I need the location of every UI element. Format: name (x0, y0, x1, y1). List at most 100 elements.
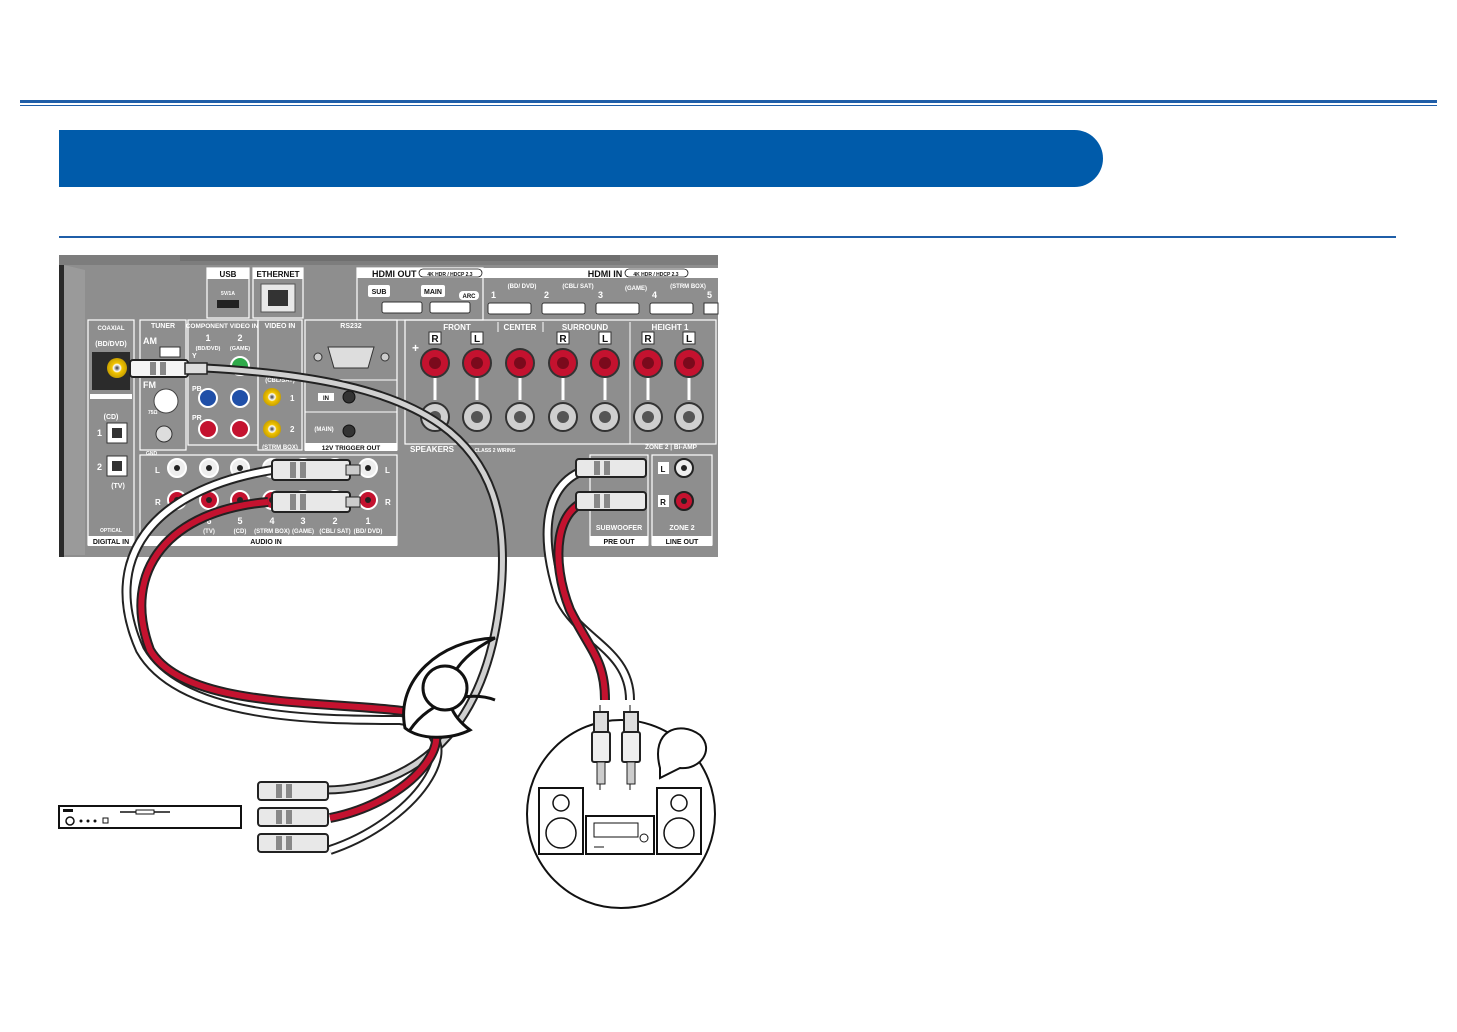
hdmi-out-main-port[interactable] (429, 301, 471, 314)
line-out-section: L R ZONE 2 LINE OUT (651, 454, 713, 546)
speaker-channel-badge (598, 331, 612, 345)
speaker-channel-badge (641, 331, 655, 345)
coaxial-label: COAXIAL (98, 326, 125, 332)
hdmi-in-port-5[interactable]: 5 (703, 290, 719, 315)
hdmi-in-3-label: (GAME) (625, 286, 647, 292)
speaker-channel-label: R (644, 334, 652, 345)
audio-in-plugs (271, 459, 361, 513)
hdmi-in-port-3[interactable]: 3 (GAME) (595, 286, 647, 315)
coaxial-cable (204, 363, 507, 795)
hdmi-in-port-2[interactable]: 2 (CBL/ SAT) (541, 284, 594, 315)
component-1-pb-jack[interactable] (198, 388, 218, 408)
audio-in-port-number: 5 (237, 516, 242, 526)
video-in-2-label: (STRM BOX) (262, 445, 298, 451)
center-label: CENTER (504, 323, 537, 332)
fm-ohm-label: 75Ω (148, 410, 158, 416)
pre-out-cable (542, 463, 635, 701)
gnd-label: GND (146, 451, 158, 457)
video-in-1-label: (CBL/SAT) (265, 378, 295, 384)
subwoofer-label: SUBWOOFER (596, 525, 642, 532)
ethernet-label: ETHERNET (256, 270, 299, 279)
audio-in-port-number: 6 (206, 516, 211, 526)
trigger-in-jack[interactable] (342, 390, 356, 404)
hdmi-in-2-label: (CBL/ SAT) (562, 284, 593, 290)
trigger-out-label: 12V TRIGGER OUT (322, 445, 381, 452)
pre-out-label: PRE OUT (603, 539, 635, 546)
usb-label: USB (220, 270, 237, 279)
hdmi-in-3-number: 3 (598, 290, 603, 300)
zone2-r-label: R (660, 498, 666, 507)
section-title-banner (59, 130, 1103, 187)
hdmi-out-sub-port[interactable] (381, 301, 423, 314)
hdmi-in-5-number: 5 (707, 290, 712, 300)
coaxial-jack[interactable] (107, 358, 127, 378)
video-in-label: VIDEO IN (265, 323, 296, 330)
hdmi-in-label: HDMI IN (588, 269, 623, 279)
front-label: FRONT (443, 323, 471, 332)
component-1-number: 1 (205, 333, 210, 343)
video-in-1-jack[interactable] (263, 388, 281, 406)
hdmi-in-1-label: (BD/ DVD) (508, 284, 537, 290)
component-2-label: (GAME) (230, 346, 250, 352)
bd-dvd-player (58, 805, 242, 829)
surround-label: SURROUND (562, 323, 608, 332)
trigger-out-jack[interactable] (342, 424, 356, 438)
fm-jack[interactable] (153, 388, 179, 414)
zone2-l-label: L (661, 465, 666, 474)
hdmi-out-spec: 4K HDR / HDCP 2.3 (427, 272, 472, 278)
audio-in-port-label: (GAME) (292, 529, 314, 535)
positive-sign: + (412, 341, 419, 355)
audio-in-port-label: (CBL/ SAT) (319, 529, 350, 535)
rs232-port[interactable] (327, 346, 375, 369)
speaker-channel-badge (470, 331, 484, 345)
component-pr-label: PR (192, 415, 202, 422)
header-rule-thin (20, 105, 1437, 106)
audio-in-port-label: (CD) (234, 529, 247, 535)
audio-in-port-label: (STRM BOX) (254, 529, 290, 535)
zone2-biamp-label: ZONE 2 | Bi-AMP (645, 444, 698, 451)
audio-in-1-l-mark: L (385, 466, 390, 475)
audio-in-r-label: R (155, 498, 161, 507)
height1-label: HEIGHT 1 (652, 323, 689, 332)
component-2-pr-jack[interactable] (230, 419, 250, 439)
component-1-pr-jack[interactable] (198, 419, 218, 439)
digital-in-section: COAXIAL (BD/DVD) (CD) 1 2 (TV) OPTICAL D… (87, 319, 135, 546)
speaker-channel-label: L (686, 334, 692, 345)
speaker-channel-label: L (474, 334, 480, 345)
fm-label: FM (143, 380, 156, 390)
hdmi-in-4-number: 4 (652, 290, 657, 300)
tuner-section: TUNER AM FM 75Ω GND (139, 319, 187, 457)
hdmi-in-port-1[interactable]: 1 (BD/ DVD) (487, 284, 537, 315)
usb-ethernet-section: USB 5V/1A ETHERNET (206, 267, 304, 319)
gnd-screw[interactable] (155, 425, 173, 443)
trigger-in-label: IN (323, 396, 329, 402)
header-rule-top (20, 100, 1437, 103)
coaxial-plug (129, 359, 208, 378)
audio-in-port-label: (BD/ DVD) (354, 529, 383, 535)
tuner-label: TUNER (151, 323, 175, 330)
video-in-section: VIDEO IN (CBL/SAT) 1 2 (STRM BOX) (257, 319, 303, 451)
am-terminal[interactable] (159, 346, 181, 358)
analog-audio-cable (121, 465, 443, 855)
zone2-label: ZONE 2 (669, 525, 694, 532)
audio-in-port-label: (TV) (203, 529, 215, 535)
component-2-number: 2 (237, 333, 242, 343)
audio-in-port-number: 2 (332, 516, 337, 526)
subsection-rule (59, 236, 1396, 238)
video-in-2-jack[interactable] (263, 420, 281, 438)
hdmi-in-4-label: (STRM BOX) (670, 284, 706, 290)
audio-in-port-number: 1 (365, 516, 370, 526)
hdmi-in-2-number: 2 (544, 290, 549, 300)
component-2-pb-jack[interactable] (230, 388, 250, 408)
digital-in-label: DIGITAL IN (93, 539, 129, 546)
video-in-1-number: 1 (290, 394, 295, 403)
coaxial-input-label: (BD/DVD) (95, 341, 127, 348)
hdmi-in-port-4[interactable]: 4 (STRM BOX) (649, 284, 706, 315)
hdmi-section: HDMI OUT 4K HDR / HDCP 2.3 SUB MAIN ARC … (356, 267, 719, 321)
optical-1-number: 1 (97, 428, 102, 438)
optical-2-number: 2 (97, 462, 102, 472)
usb-port[interactable] (217, 300, 239, 308)
component-pb-label: PB (192, 386, 202, 393)
audio-in-l-label: L (155, 466, 160, 475)
